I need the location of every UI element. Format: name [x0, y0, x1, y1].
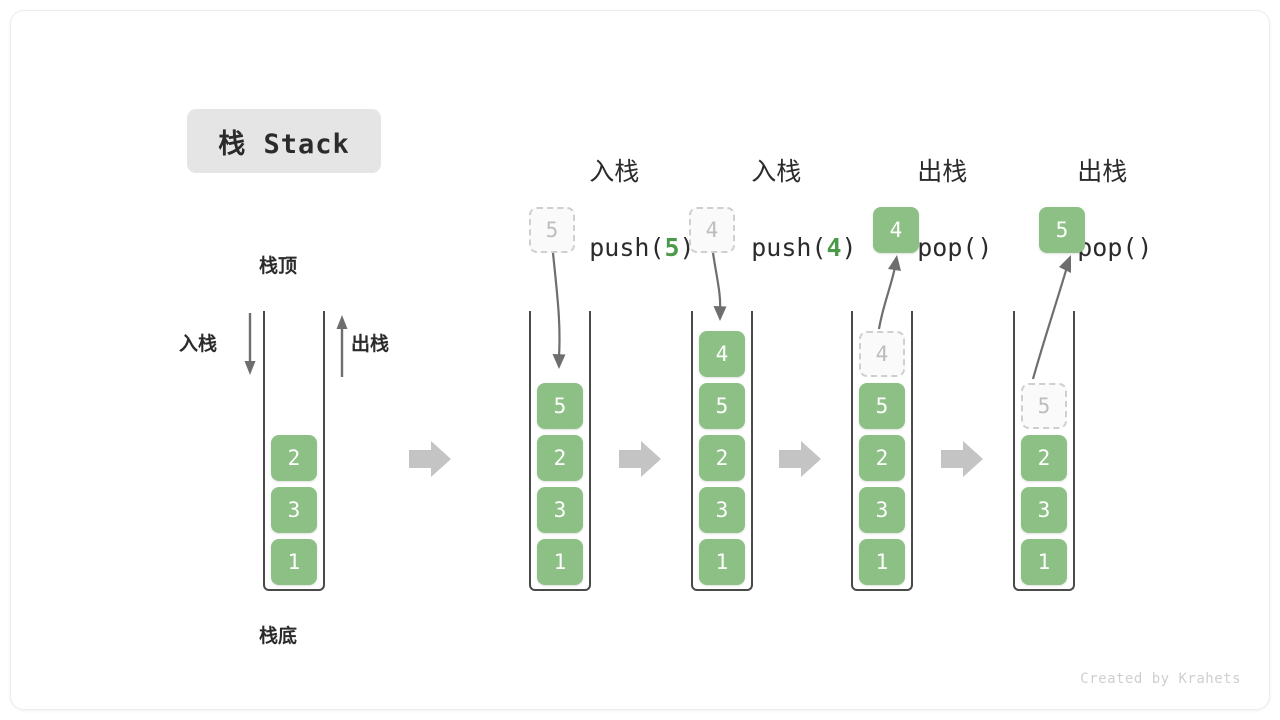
- stack-container-pop-4: [851, 311, 913, 591]
- operation-caption-pop-4: 出栈 pop(): [917, 157, 993, 262]
- popped-element-4: 4: [873, 207, 919, 253]
- label-pop-side: 出栈: [351, 333, 390, 355]
- stack-cell: 4: [859, 331, 905, 377]
- push-motion-arrow-icon: [551, 252, 566, 369]
- stack-cell: 1: [1021, 539, 1067, 585]
- stack-cell: 5: [859, 383, 905, 429]
- stack-cell: 1: [859, 539, 905, 585]
- stack-cell: 3: [271, 487, 317, 533]
- stack-container-push-4: [691, 311, 753, 591]
- diagram-title-badge: 栈 Stack: [187, 109, 381, 173]
- stack-cell: 1: [537, 539, 583, 585]
- label-push-side: 入栈: [179, 333, 218, 355]
- operation-caption-push-5: 入栈 push(5): [589, 157, 695, 262]
- stack-cell: 1: [271, 539, 317, 585]
- label-stack-top: 栈顶: [259, 255, 298, 277]
- pop-motion-arrow-icon: [877, 255, 901, 330]
- diagram-title: 栈 Stack: [218, 128, 350, 160]
- transition-arrow-icon: [619, 441, 661, 477]
- stack-cell: 2: [271, 435, 317, 481]
- floating-element-push-5: 5: [529, 207, 575, 253]
- popped-element-5: 5: [1039, 207, 1085, 253]
- stack-cell: 3: [1021, 487, 1067, 533]
- stack-cell: 3: [537, 487, 583, 533]
- operation-caption-pop-5: 出栈 pop(): [1077, 157, 1153, 262]
- stack-container-pop-5: [1013, 311, 1075, 591]
- diagram-card: 栈 Stack 栈顶 栈底 入栈 出栈 2 3 1 入栈 push(5) 5 5: [10, 10, 1270, 710]
- stack-container-push-5: [529, 311, 591, 591]
- stack-cell: 2: [1021, 435, 1067, 481]
- stack-container-initial: [263, 311, 325, 591]
- push-motion-arrow-icon: [711, 252, 727, 321]
- push-direction-arrow-icon: [244, 313, 256, 375]
- transition-arrow-icon: [941, 441, 983, 477]
- stack-cell: 4: [699, 331, 745, 377]
- floating-element-push-4: 4: [689, 207, 735, 253]
- pop-direction-arrow-icon: [336, 315, 348, 377]
- stack-cell: 1: [699, 539, 745, 585]
- stack-cell: 5: [699, 383, 745, 429]
- stack-cell: 2: [699, 435, 745, 481]
- label-stack-bottom: 栈底: [259, 625, 298, 647]
- operation-caption-push-4: 入栈 push(4): [751, 157, 857, 262]
- stack-cell: 5: [1021, 383, 1067, 429]
- stack-cell: 3: [699, 487, 745, 533]
- stack-cell: 2: [537, 435, 583, 481]
- footer-credit: Created by Krahets: [1080, 671, 1241, 687]
- pop-motion-arrow-icon: [1031, 255, 1071, 380]
- stack-cell: 3: [859, 487, 905, 533]
- stack-cell: 5: [537, 383, 583, 429]
- transition-arrow-icon: [779, 441, 821, 477]
- transition-arrow-icon: [409, 441, 451, 477]
- stack-cell: 2: [859, 435, 905, 481]
